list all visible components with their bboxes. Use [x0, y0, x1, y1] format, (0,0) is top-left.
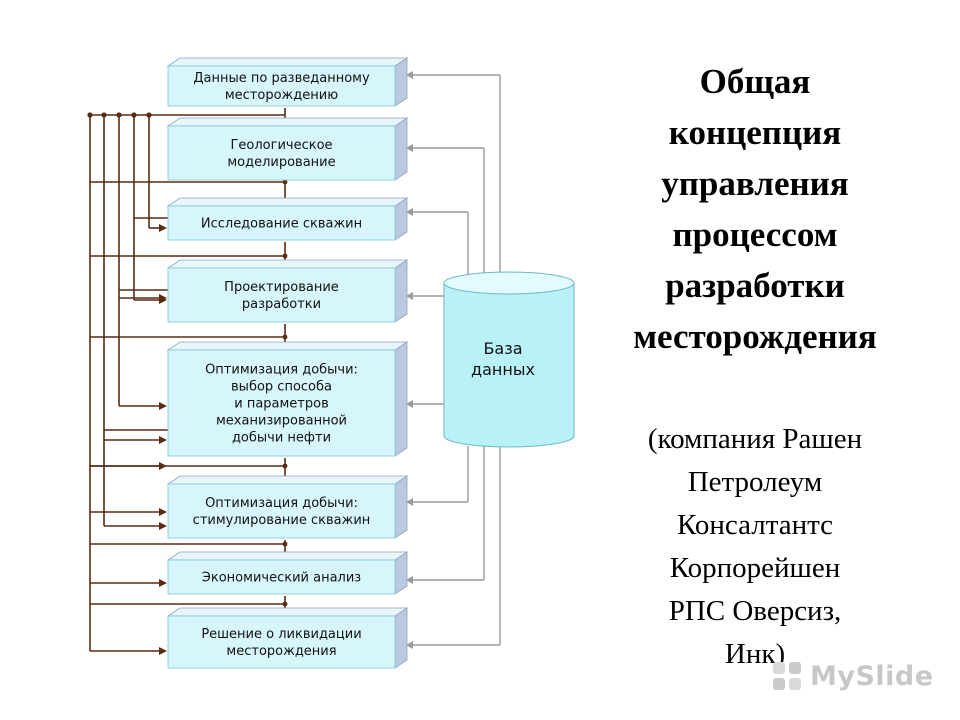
note-line: Консалтантс	[676, 509, 834, 541]
database-cylinder: База данных	[443, 271, 575, 448]
process-box: Геологическое моделирование	[166, 117, 409, 181]
watermark: MySlide	[770, 658, 934, 694]
box-label: и параметров	[234, 397, 329, 412]
process-box: Экономический анализ	[166, 551, 409, 595]
connectors	[87, 71, 501, 655]
company-note: (компания Рашен Петролеум Консалтантс Ко…	[605, 418, 905, 676]
box-label: Оптимизация добычи:	[205, 496, 358, 511]
box-label: стимулирование скважин	[193, 513, 371, 528]
process-box: Данные по разведанному месторождению	[166, 57, 409, 107]
box-label: месторождению	[225, 88, 338, 103]
box-label: Решение о ликвидации	[201, 627, 361, 642]
note-line: (компания Рашен	[647, 423, 863, 455]
box-label: Исследование скважин	[201, 217, 362, 232]
box-label: выбор способа	[231, 380, 332, 395]
slide-title: Общая концепция управления процессом раз…	[600, 56, 910, 362]
box-label: Данные по разведанному	[193, 71, 370, 86]
process-box: Решение о ликвидации месторождения	[166, 607, 409, 669]
box-label: месторождения	[226, 644, 336, 659]
box-label: Геологическое	[230, 138, 332, 153]
title-line: процессом	[672, 215, 838, 254]
title-line: управления	[661, 164, 849, 203]
process-box: Проектирование разработки	[166, 259, 409, 323]
title-line: концепция	[668, 113, 842, 152]
process-box: Оптимизация добычи: стимулирование скважи…	[166, 475, 409, 539]
database-label: данных	[471, 360, 535, 379]
myslide-logo-icon	[773, 662, 801, 690]
note-line: Петролеум	[687, 466, 823, 498]
database-label: База	[483, 339, 522, 358]
process-box: Исследование скважин	[166, 197, 409, 241]
note-line: РПС Оверсиз,	[668, 595, 842, 627]
box-label: разработки	[242, 297, 321, 312]
box-label: механизированной	[216, 414, 347, 429]
box-label: Оптимизация добычи:	[205, 363, 358, 378]
box-label: Проектирование	[224, 280, 339, 295]
box-label: Экономический анализ	[202, 571, 361, 586]
process-box: Оптимизация добычи: выбор способа и параме…	[166, 341, 409, 457]
note-line: Корпорейшен	[669, 552, 841, 584]
box-label: добычи нефти	[232, 431, 331, 446]
box-label: моделирование	[227, 155, 335, 170]
title-line: Общая	[699, 62, 811, 101]
title-line: разработки	[665, 266, 845, 305]
watermark-text: MySlide	[810, 660, 934, 692]
process-boxes: Данные по разведанному месторождениюГеоло…	[166, 57, 409, 669]
title-line: месторождения	[633, 317, 877, 356]
